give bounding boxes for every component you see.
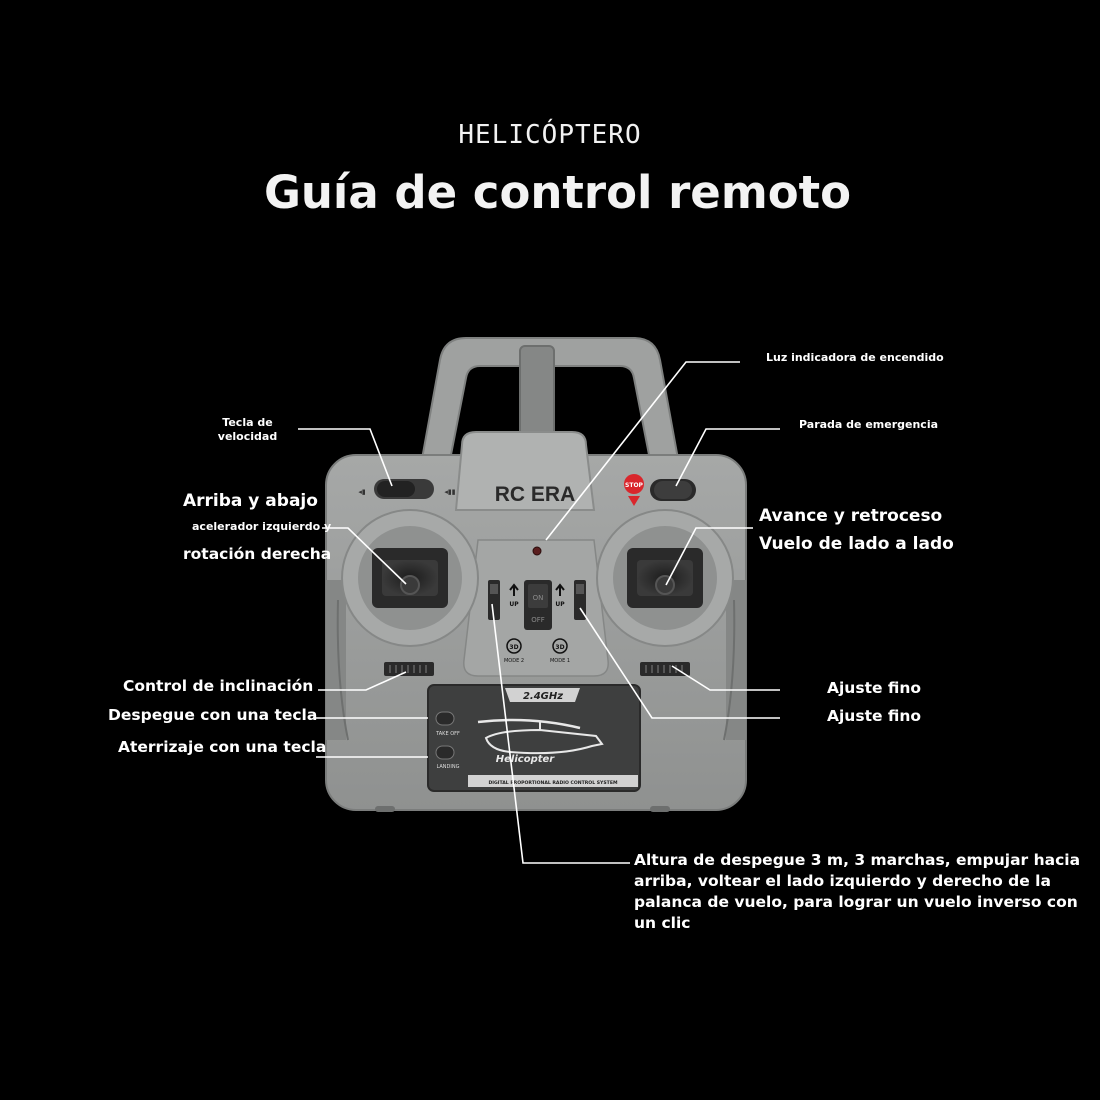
- subtitle: HELICÓPTERO: [458, 120, 642, 150]
- right-flip-toggle[interactable]: [574, 580, 586, 620]
- right-trim-slider[interactable]: [640, 662, 690, 676]
- page-title: Guía de control remoto: [263, 166, 852, 219]
- leader-lines: [298, 361, 780, 864]
- left-trim-slider[interactable]: [384, 662, 434, 676]
- label-speed-key: Tecla de velocidad: [210, 416, 285, 444]
- label-speed-key-line2: velocidad: [217, 430, 278, 443]
- leader-fine-1: [671, 665, 780, 691]
- label-one-key-takeoff: Despegue con una tecla: [108, 706, 318, 724]
- up-label-left: UP: [509, 601, 519, 608]
- power-light: [532, 546, 542, 556]
- label-side-flight: Vuelo de lado a lado: [759, 534, 954, 554]
- leader-tilt: [318, 671, 407, 691]
- stop-text: STOP: [625, 482, 644, 489]
- leader-right-stick: [665, 527, 753, 586]
- model-text: Helicopter: [496, 754, 556, 765]
- frequency-label: 2.4GHz: [523, 691, 563, 702]
- label-power-light: Luz indicadora de encendido: [766, 351, 944, 364]
- left-flip-toggle[interactable]: [488, 580, 500, 620]
- landing-text: LANDING: [436, 764, 459, 770]
- label-fine-tune-2: Ajuste fino: [827, 707, 922, 725]
- take-off-text: TAKE OFF: [435, 731, 460, 737]
- brand-logo: RC ERA: [495, 483, 576, 506]
- switch-off-label: OFF: [531, 616, 545, 624]
- leader-flip: [491, 603, 630, 864]
- mode-3d-icon: [506, 638, 568, 654]
- power-switch[interactable]: [524, 580, 552, 630]
- mode1-label: MODE 1: [550, 658, 570, 664]
- label-up-down: Arriba y abajo: [183, 491, 318, 511]
- label-forward-back: Avance y retroceso: [759, 506, 943, 526]
- up-label-right: UP: [555, 601, 565, 608]
- switch-on-label: ON: [533, 594, 544, 602]
- label-flip-note: Altura de despegue 3 m, 3 marchas, empuj…: [634, 851, 1081, 932]
- label-one-key-landing: Aterrizaje con una tecla: [118, 738, 327, 756]
- landing-button[interactable]: [435, 745, 455, 760]
- speed-key-switch[interactable]: ◂▮ ◂▮▮: [358, 479, 456, 499]
- leader-left-stick: [322, 527, 407, 585]
- brand-plate: [454, 431, 596, 511]
- helicopter-icon: [477, 718, 604, 755]
- leader-power-light: [545, 361, 740, 541]
- label-tilt-control: Control de inclinación: [123, 677, 314, 695]
- up-arrow-icon: [509, 583, 565, 596]
- leader-fine-2: [579, 607, 780, 719]
- system-text: DIGITAL PROPORTIONAL RADIO CONTROL SYSTE…: [488, 780, 618, 786]
- svg-text:◂▮▮: ◂▮▮: [444, 488, 455, 496]
- leader-emergency-stop: [675, 428, 780, 487]
- label-emergency-stop: Parada de emergencia: [799, 418, 939, 431]
- badge-3d-right: 3D: [555, 644, 564, 651]
- bottom-panel: [427, 684, 641, 792]
- label-speed-key-line1: Tecla de: [222, 416, 273, 429]
- label-right-rotation: rotación derecha: [183, 545, 332, 563]
- label-left-throttle: acelerador izquierdo y: [192, 520, 332, 533]
- left-stick[interactable]: [341, 509, 479, 647]
- leader-speed-key: [298, 428, 393, 487]
- badge-3d-left: 3D: [509, 644, 518, 651]
- right-stick[interactable]: [596, 509, 734, 647]
- label-fine-tune-1: Ajuste fino: [827, 679, 922, 697]
- take-off-button[interactable]: [435, 711, 455, 726]
- svg-text:◂▮: ◂▮: [358, 488, 366, 496]
- mode2-label: MODE 2: [504, 658, 524, 664]
- stop-icon: [624, 474, 644, 506]
- emergency-stop-button[interactable]: [650, 479, 696, 501]
